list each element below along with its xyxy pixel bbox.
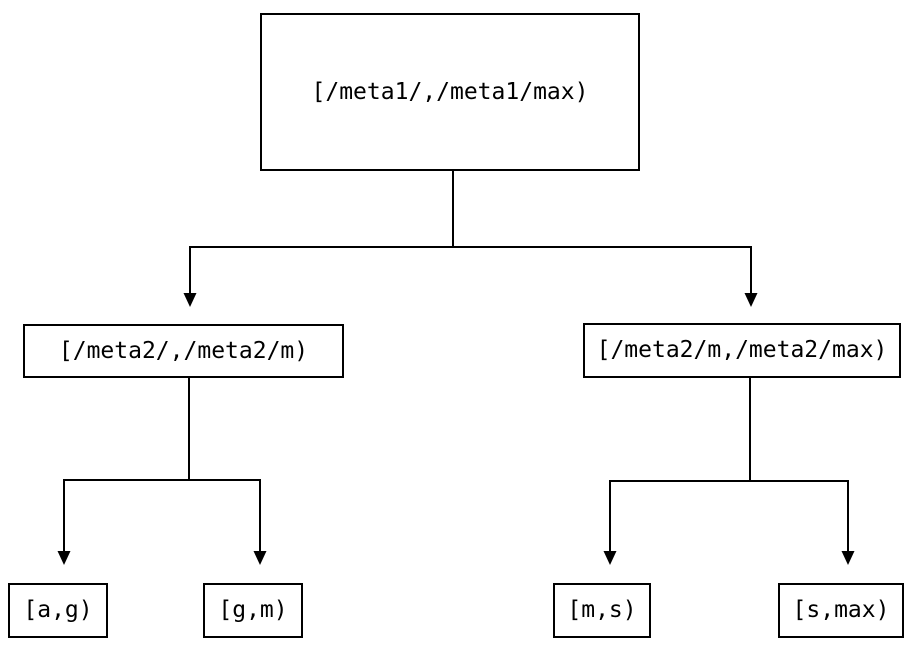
node-label: [g,m) [218, 597, 288, 623]
leaf-ag-arrowhead-icon [57, 551, 71, 565]
node-label: [/meta1/,/meta1/max) [311, 78, 589, 105]
node-meta2-right: [/meta2/m,/meta2/max) [583, 323, 901, 378]
node-label: [/meta2/m,/meta2/max) [596, 337, 888, 363]
node-label: [s,max) [792, 597, 890, 623]
node-leaf-g-m: [g,m) [203, 583, 303, 638]
node-meta2-left: [/meta2/,/meta2/m) [23, 324, 344, 378]
node-label: [m,s) [567, 597, 637, 623]
leaf-gm-arrowhead-icon [253, 551, 267, 565]
node-label: [/meta2/,/meta2/m) [58, 337, 309, 364]
edge-meta2-right-to-leaves [603, 378, 855, 565]
edge-root-to-meta2-nodes [183, 170, 758, 307]
node-label: [a,g) [23, 597, 93, 623]
edge-meta2-left-to-leaves [57, 377, 267, 565]
meta2-right-arrowhead-icon [744, 293, 758, 307]
leaf-smax-arrowhead-icon [841, 551, 855, 565]
meta2-left-arrowhead-icon [183, 293, 197, 307]
node-leaf-a-g: [a,g) [8, 583, 108, 638]
leaf-ms-arrowhead-icon [603, 551, 617, 565]
node-leaf-m-s: [m,s) [553, 583, 651, 638]
node-leaf-s-max: [s,max) [778, 583, 904, 638]
node-root-meta1: [/meta1/,/meta1/max) [260, 13, 640, 171]
